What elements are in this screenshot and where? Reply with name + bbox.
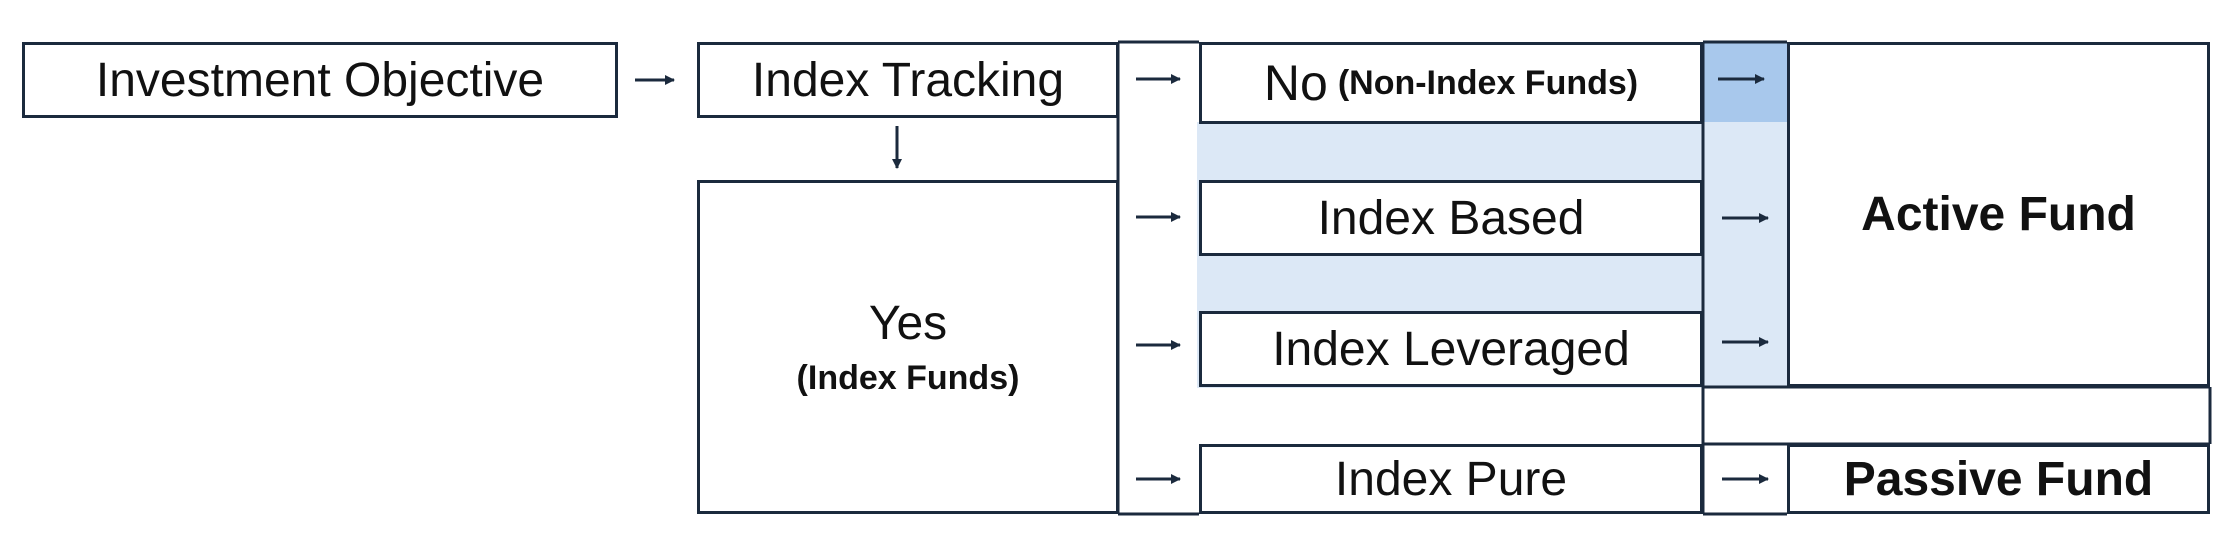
yes-box: Yes (Index Funds) [697, 180, 1119, 514]
no-box: No (Non-Index Funds) [1199, 42, 1703, 124]
no-label: No [1263, 55, 1328, 111]
investment-objective-box: Investment Objective [22, 42, 618, 118]
investment-objective-label: Investment Objective [95, 53, 545, 107]
index-leveraged-label: Index Leveraged [1272, 322, 1630, 376]
yes-label: Yes [868, 297, 948, 350]
index-based-box: Index Based [1199, 180, 1703, 256]
active-fund-label: Active Fund [1861, 188, 2136, 241]
no-sublabel: (Non-Index Funds) [1337, 63, 1639, 102]
index-tracking-label: Index Tracking [751, 53, 1065, 107]
index-based-label: Index Based [1317, 191, 1585, 245]
index-leveraged-box: Index Leveraged [1199, 311, 1703, 387]
highlight-cell [1701, 42, 1797, 122]
yes-sublabel: (Index Funds) [796, 359, 1020, 397]
active-fund-box: Active Fund [1787, 42, 2210, 387]
index-pure-box: Index Pure [1199, 444, 1703, 514]
index-tracking-box: Index Tracking [697, 42, 1119, 118]
passive-fund-box: Passive Fund [1787, 444, 2210, 514]
index-pure-label: Index Pure [1334, 452, 1568, 506]
passive-fund-label: Passive Fund [1843, 452, 2154, 506]
